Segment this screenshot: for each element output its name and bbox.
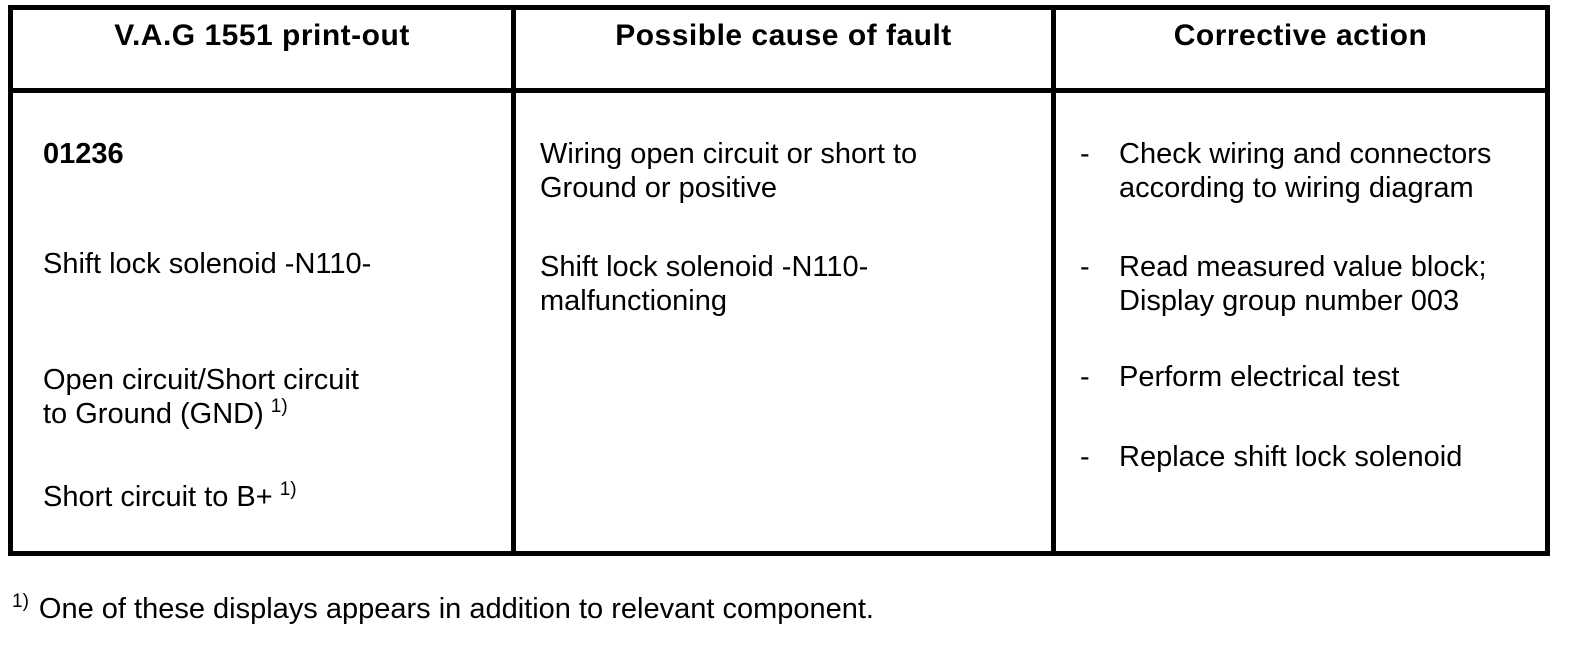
action-check-wiring: - Check wiring and connectors according … bbox=[1080, 137, 1531, 205]
action-read-value-block: - Read measured value block; Display gro… bbox=[1080, 250, 1531, 318]
column-header-printout: V.A.G 1551 print-out bbox=[13, 10, 516, 93]
footnote-text: One of these displays appears in additio… bbox=[38, 593, 874, 625]
action-text: Check wiring and connectors according to… bbox=[1119, 138, 1492, 204]
fault-display-open-short-gnd-text: Open circuit/Short circuit to Ground (GN… bbox=[43, 364, 359, 430]
cell-printout: 01236 Shift lock solenoid -N110- Open ci… bbox=[13, 93, 516, 551]
fault-display-short-bplus: Short circuit to B+ 1) bbox=[43, 480, 491, 514]
column-header-cause: Possible cause of fault bbox=[516, 10, 1056, 93]
action-dash: - bbox=[1080, 441, 1090, 473]
cause-wiring: Wiring open circuit or short to Ground o… bbox=[540, 138, 918, 204]
action-replace-solenoid: - Replace shift lock solenoid bbox=[1080, 440, 1531, 474]
footnote-ref-1: 1) bbox=[270, 396, 288, 418]
action-dash: - bbox=[1080, 251, 1090, 283]
fault-display-open-short-gnd: Open circuit/Short circuit to Ground (GN… bbox=[43, 363, 491, 431]
action-electrical-test: - Perform electrical test bbox=[1080, 360, 1531, 394]
footnote-ref-2: 1) bbox=[279, 479, 297, 501]
action-dash: - bbox=[1080, 361, 1090, 393]
fault-code: 01236 bbox=[43, 138, 124, 170]
action-text: Read measured value block; Display group… bbox=[1119, 251, 1487, 317]
fault-table: V.A.G 1551 print-out Possible cause of f… bbox=[8, 5, 1550, 556]
cell-cause: Wiring open circuit or short to Ground o… bbox=[516, 93, 1056, 551]
action-text: Perform electrical test bbox=[1119, 361, 1400, 393]
cause-solenoid-malfunction: Shift lock solenoid -N110- malfunctionin… bbox=[540, 251, 869, 317]
action-text: Replace shift lock solenoid bbox=[1119, 441, 1463, 473]
cell-action: - Check wiring and connectors according … bbox=[1056, 93, 1545, 551]
fault-display-short-bplus-text: Short circuit to B+ bbox=[43, 481, 273, 513]
footnote: 1) One of these displays appears in addit… bbox=[12, 592, 874, 626]
column-header-action: Corrective action bbox=[1056, 10, 1545, 93]
fault-component: Shift lock solenoid -N110- bbox=[43, 248, 372, 280]
action-dash: - bbox=[1080, 138, 1090, 170]
footnote-marker: 1) bbox=[12, 591, 29, 613]
